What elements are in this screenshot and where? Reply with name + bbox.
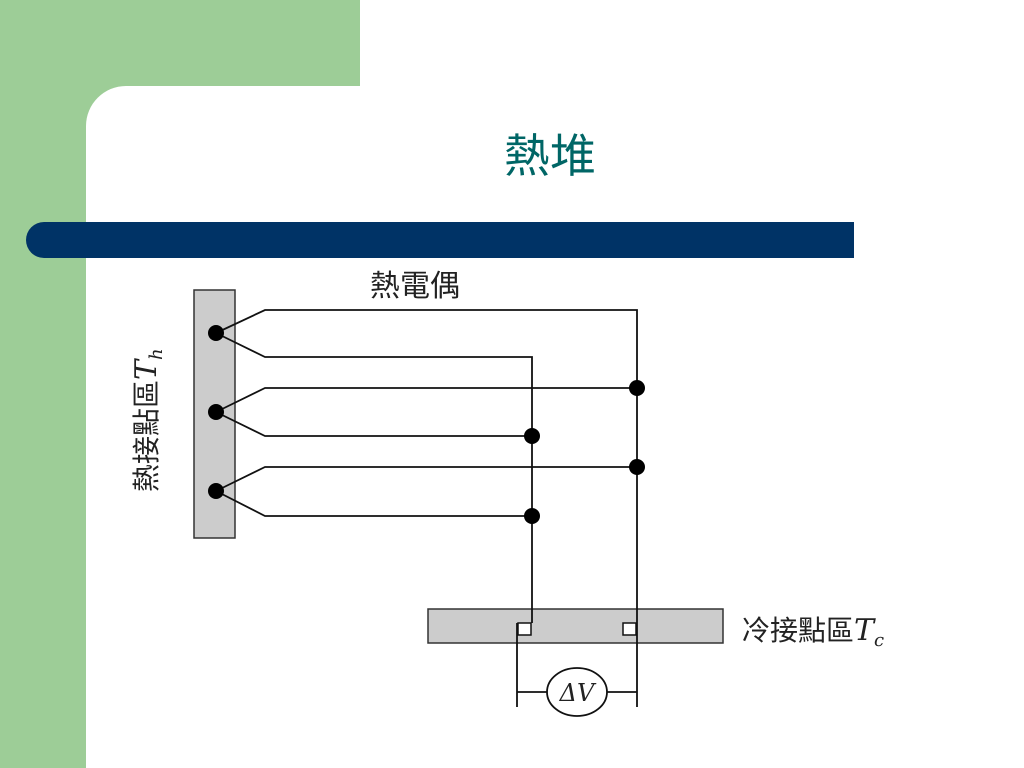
voltmeter-label: ΔV <box>559 679 597 707</box>
hot-junction-label: 熱接點區Th <box>129 348 167 492</box>
top-background <box>360 0 1024 90</box>
terminal-square <box>517 622 532 636</box>
cold-junction-block <box>427 608 724 644</box>
voltmeter <box>546 667 608 717</box>
hot-temperature-subscript: h <box>146 348 167 360</box>
connection-dot <box>524 428 540 444</box>
hot-junction-dot <box>208 404 224 420</box>
cold-junction-label: 冷接點區Tc <box>742 613 884 651</box>
connection-dot <box>629 459 645 475</box>
connection-dot <box>629 380 645 396</box>
junction-dots <box>208 325 645 524</box>
thermocouple-label: 熱電偶 <box>370 269 460 304</box>
content-panel <box>86 86 1024 768</box>
title-underline-bar <box>26 222 854 258</box>
slide-title: 熱堆 <box>504 129 596 183</box>
cold-temperature-subscript: c <box>874 630 884 651</box>
cold-temperature-symbol: T <box>854 613 876 648</box>
connection-dot <box>524 508 540 524</box>
cold-junction-text: 冷接點區 <box>742 614 854 647</box>
hot-junction-dot <box>208 483 224 499</box>
thermocouple-wires <box>215 309 638 707</box>
hot-junction-dot <box>208 325 224 341</box>
hot-junction-text: 熱接點區 <box>130 380 163 492</box>
hot-temperature-symbol: T <box>129 358 164 380</box>
terminal-square <box>622 622 637 636</box>
